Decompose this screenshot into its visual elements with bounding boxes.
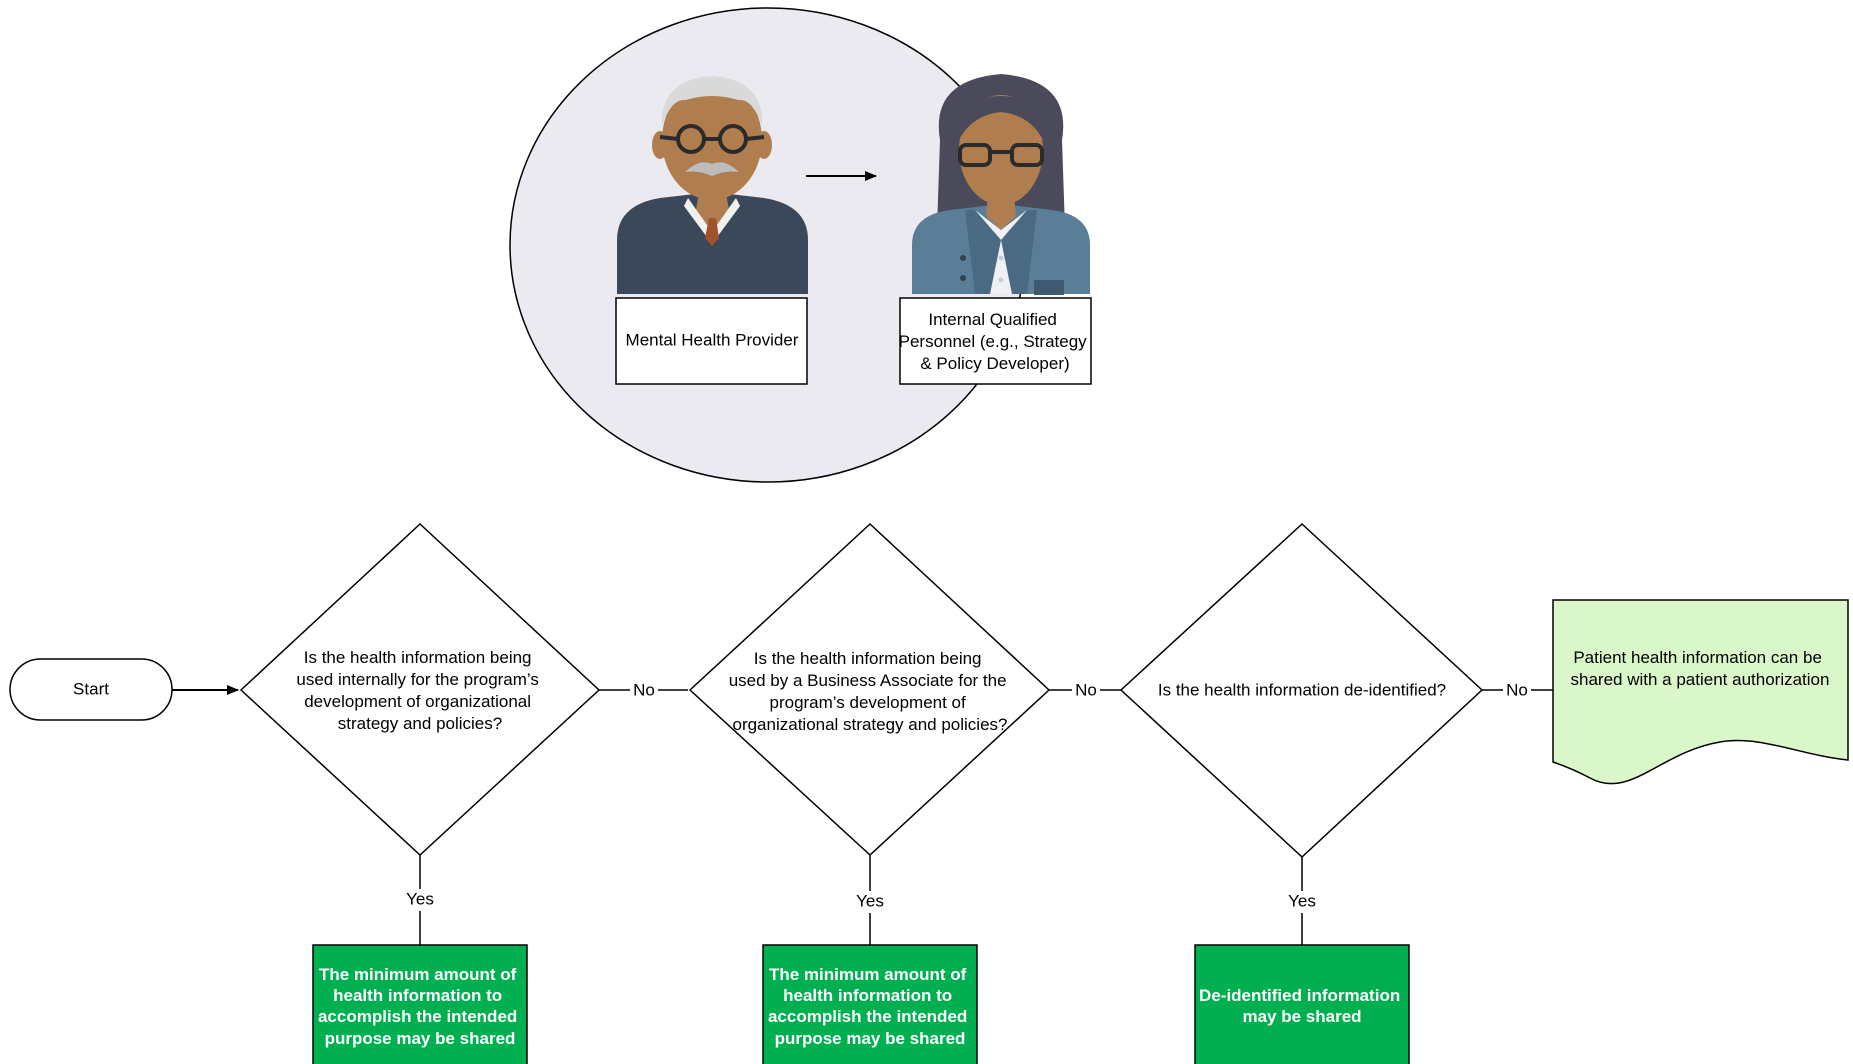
decision-2-text: Is the health information being used by … [729,649,1012,734]
yes-label-3: Yes [1288,891,1316,910]
decision-1-diamond [239,522,601,857]
personnel-label-line: Personnel (e.g., Strategy [899,332,1088,351]
decision-1-text: Is the health information being used int… [296,648,543,733]
start-label: Start [73,679,109,698]
patient-authorization-document [1552,599,1849,785]
personnel-label-line: Internal Qualified [928,310,1057,329]
outcome-1-line: health information to [333,986,502,1005]
decision-1-line: Is the health information being [304,648,532,667]
outcome-2-line: purpose may be shared [775,1029,966,1048]
yes-label-2: Yes [856,891,884,910]
decision-2-line: used by a Business Associate for the [729,671,1007,690]
outcome-2-line: health information to [783,986,952,1005]
no-label-1: No [633,680,655,699]
decision-1-line: used internally for the program’s [296,670,539,689]
outcome-3-line: De-identified information [1199,986,1400,1005]
internal-qualified-personnel-icon [912,74,1090,295]
patient-authorization-text: Patient health information can be shared… [1571,648,1830,689]
decision-1-line: strategy and policies? [338,714,502,733]
outcome-1-text: The minimum amount of health information… [318,965,522,1048]
personnel-label: Internal Qualified Personnel (e.g., Stra… [899,310,1092,373]
no-label-3: No [1506,680,1528,699]
personnel-label-box [899,297,1092,385]
outcome-3-text: De-identified information may be shared [1199,986,1405,1026]
provider-label-box [615,297,808,385]
outcome-2-line: accomplish the intended [768,1007,967,1026]
mental-health-provider-icon [617,76,808,294]
patient-authorization-line: Patient health information can be [1573,648,1822,667]
decision-2-line: organizational strategy and policies? [732,715,1007,734]
no-label-2: No [1075,680,1097,699]
outcome-2-text: The minimum amount of health information… [768,965,972,1048]
patient-authorization-line: shared with a patient authorization [1571,670,1830,689]
yes-label-1: Yes [406,889,434,908]
decision-1-line: development of organizational [304,692,531,711]
personnel-label-line: & Policy Developer) [920,354,1069,373]
outcome-1-line: The minimum amount of [319,965,517,984]
outcome-1-box [312,944,528,1064]
decision-2-line: program’s development of [770,693,967,712]
decision-2-line: Is the health information being [754,649,982,668]
outcome-1-line: purpose may be shared [325,1029,516,1048]
outcome-3-box [1194,944,1410,1064]
outcome-1-line: accomplish the intended [318,1007,517,1026]
outcome-2-box [762,944,978,1064]
outcome-3-line: may be shared [1242,1007,1361,1026]
provider-label: Mental Health Provider [626,330,799,349]
decision-3-text: Is the health information de-identified? [1158,680,1446,699]
outcome-2-line: The minimum amount of [769,965,967,984]
